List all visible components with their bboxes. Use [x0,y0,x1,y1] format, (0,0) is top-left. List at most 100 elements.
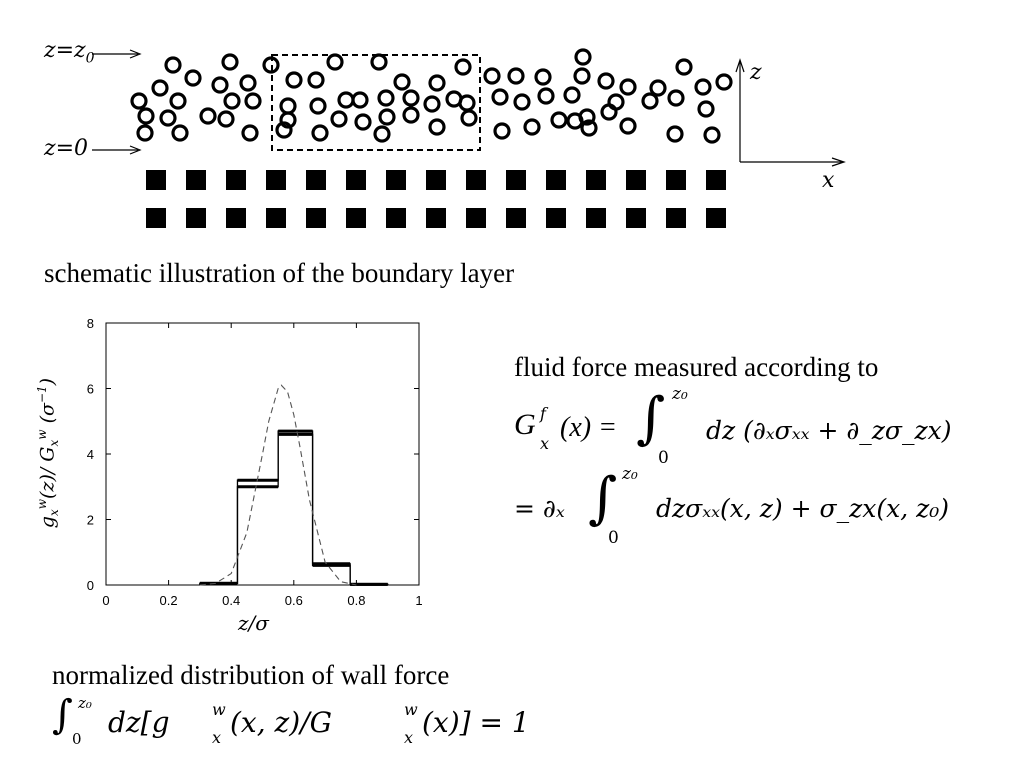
fluid-particle [666,125,684,143]
fluid-particle [454,58,472,76]
wall-atom [506,208,526,228]
fluid-force-heading: fluid force measured according to [514,352,879,382]
fluid-particle [223,92,241,110]
wall-atom [346,170,366,190]
wall-atom [666,208,686,228]
fluid-particle [171,124,189,142]
fluid-particle [136,124,154,142]
fluid-particle [279,111,297,129]
wall-atom [546,170,566,190]
label-z0: z=z [44,38,86,63]
wf-x1: x [212,728,222,747]
wall-force-heading: normalized distribution of wall force [52,660,450,690]
arrow-z0-head [129,49,142,59]
wall-atom [426,208,446,228]
wall-atom [506,170,526,190]
xtick-label: 0.8 [347,593,365,608]
fluid-particle [697,100,715,118]
fluid-particle [667,89,685,107]
wall-atom [186,208,206,228]
plot-xlabel: z/σ [238,611,269,635]
fluid-particle [221,53,239,71]
fluid-force-eq1: G f x (x) = ∫ z₀ 0 dz (∂ₓσₓₓ + ∂_zσ_zx) [514,384,994,470]
fluid-particle [130,92,148,110]
label-z-zero: z=0 [44,136,89,161]
wall-atom [586,208,606,228]
fluid-particle [715,73,733,91]
fluid-particle [600,103,618,121]
wall-atom [546,208,566,228]
fluid-particle [337,91,355,109]
ytick-label: 2 [87,513,94,528]
fluid-particle [377,89,395,107]
wall-atom [346,208,366,228]
wall-atom [146,170,166,190]
fluid-particle [354,113,372,131]
wall-atom [466,208,486,228]
xtick-label: 0.6 [285,593,303,608]
fluid-particle [423,95,441,113]
fluid-particle [537,87,555,105]
fluid-particle [402,106,420,124]
fluid-particle [244,92,262,110]
wall-atom [586,170,606,190]
xtick-label: 0.4 [222,593,240,608]
wall-atom [186,170,206,190]
eq1-G: G [514,408,536,441]
axis-x-label: x [822,168,835,193]
axis-z-head [735,58,745,73]
eq1-sub: x [540,434,550,453]
wall-atom [386,170,406,190]
fluid-particle [649,79,667,97]
fluid-particle [373,125,391,143]
fluid-particle [550,111,568,129]
eq2-int-upper: z₀ [622,464,638,484]
schematic: z=z0 z=0 z x [0,0,1024,240]
fluid-particle [580,119,598,137]
fluid-particle [370,53,388,71]
eq1-arg: (x) = [560,412,617,443]
wall-atom [266,170,286,190]
ytick-label: 6 [87,382,94,397]
ytick-label: 0 [87,578,94,593]
wf-x2: x [404,728,414,747]
fluid-particle [563,86,581,104]
fluid-particle [703,126,721,144]
fluid-particle [458,94,476,112]
fluid-particle [378,108,396,126]
schematic-drawing [92,48,846,228]
eq2-rhs: dzσₓₓ(x, z) + σ_zx(x, z₀) [656,494,950,523]
xtick-label: 1 [415,593,422,608]
fluid-particle [307,71,325,89]
fluid-particle [137,107,155,125]
fluid-particle [217,110,235,128]
wall-atom [266,208,286,228]
fluid-particle [211,76,229,94]
wall-atom [666,170,686,190]
axis-x-head [831,157,846,167]
eq1-int-lower: 0 [658,448,669,468]
wall-atom [426,170,446,190]
fluid-particle [483,67,501,85]
fluid-particle [513,93,531,111]
plot-ylabel: gxw(z)/ Gxw (σ−1) [34,377,62,529]
fluid-particle [566,112,584,130]
fluid-particle [285,71,303,89]
gaussian-series [199,384,357,586]
eq2-lhs: = ∂ₓ [514,494,565,523]
wall-force-eq: ∫ z₀ 0 dz[g w x (x, z)/G w x (x)] = 1 [52,692,572,756]
fluid-particle [428,74,446,92]
wf-mid: (x, z)/G [230,706,332,739]
label-z0-sub: 0 [85,50,95,67]
fluid-particle [199,107,217,125]
wf-int-upper: z₀ [78,694,92,712]
fluid-particle [523,118,541,136]
fluid-particle [619,78,637,96]
fluid-particle [402,89,420,107]
eq1-sup: f [540,404,546,423]
fluid-particle [493,122,511,140]
xtick-label: 0.2 [160,593,178,608]
fluid-particle [675,58,693,76]
axis-z-label: z [750,60,762,85]
